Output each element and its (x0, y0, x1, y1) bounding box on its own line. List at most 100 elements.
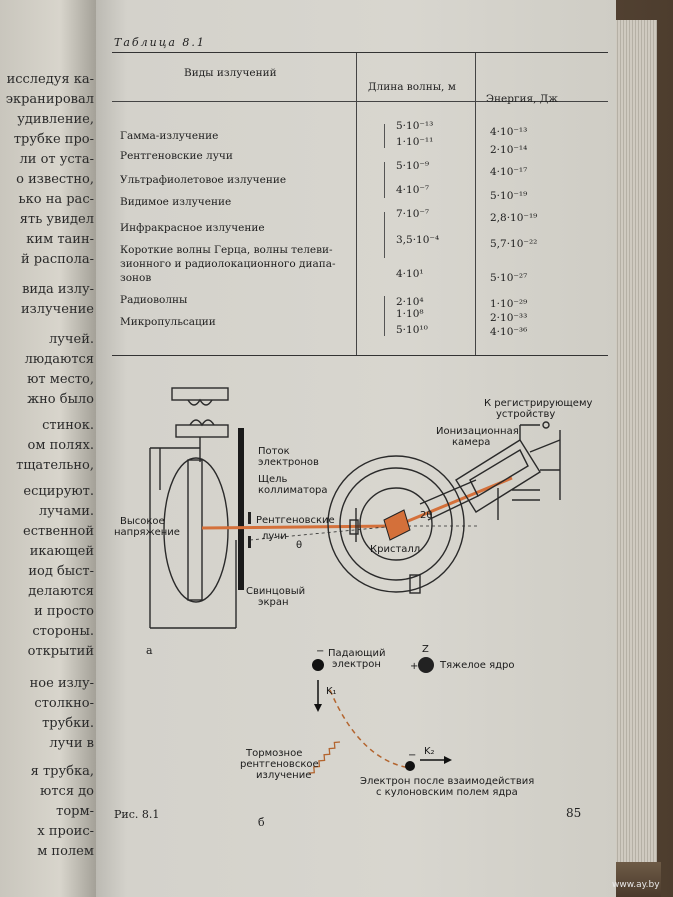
left-page-line: ько на рас- (18, 192, 94, 207)
table-energy-cell: 2·10⁻¹⁴ (490, 144, 528, 156)
crystal-shape (383, 509, 411, 541)
table-caption: Таблица 8.1 (114, 36, 206, 49)
label-after-2: с кулоновским полем ядра (376, 787, 518, 798)
page-number: 85 (566, 806, 582, 820)
table-brace (384, 124, 388, 148)
label-minus-incoming: − (316, 646, 325, 657)
table-wavelength-cell: 5·10¹⁰ (396, 324, 428, 336)
table-kind-cell: Короткие волны Герца, волны телеви- (120, 244, 333, 256)
coil-bottom (189, 419, 215, 427)
table-kind-cell: зонов (120, 272, 152, 284)
left-page-line: экранировал (5, 92, 94, 107)
table-energy-cell: 4·10⁻³⁶ (490, 326, 528, 338)
table-energy-cell: 2·10⁻³³ (490, 312, 528, 324)
table-brace (384, 296, 388, 336)
table-wavelength-cell: 7·10⁻⁷ (396, 208, 430, 220)
label-lead-2: экран (258, 597, 289, 608)
left-page-line: делаются (28, 584, 94, 599)
table-energy-cell: 5,7·10⁻²² (490, 238, 538, 250)
table-energy-cell: 4·10⁻¹³ (490, 126, 528, 138)
table-wavelength-cell: 2·10⁴ (396, 296, 424, 308)
table-kind-cell: Радиоволны (120, 294, 188, 306)
left-page-line: иод быст- (28, 564, 94, 579)
left-page-line: вида излу- (22, 282, 94, 297)
reflected-beam (395, 476, 513, 528)
xray-tube-diagram (149, 387, 237, 629)
table-wavelength-cell: 5·10⁻¹³ (396, 120, 434, 132)
page-edges (612, 20, 657, 865)
label-stream-1: Поток (258, 446, 290, 457)
table-brace (384, 212, 388, 258)
table-brace (384, 162, 388, 198)
left-page-line: излучение (21, 302, 94, 317)
table-energy-cell: 5·10⁻²⁷ (490, 272, 528, 284)
header-energy: Энергия, Дж (486, 93, 558, 105)
table-kind-cell: Гамма-излучение (120, 130, 219, 142)
transformer-bottom (175, 424, 229, 438)
table-wavelength-cell: 4·10¹ (396, 268, 424, 280)
label-xray-1: Рентгеновские (256, 515, 335, 526)
left-page-line: икающей (29, 544, 94, 559)
label-stream-2: электронов (258, 457, 319, 468)
table-wavelength-cell: 1·10⁸ (396, 308, 424, 320)
table-energy-cell: 5·10⁻¹⁹ (490, 190, 528, 202)
goniometer (327, 455, 465, 594)
left-page-line: лучи в (49, 736, 94, 751)
label-device-1: К регистрирующему (484, 398, 593, 409)
label-lead-1: Свинцовый (246, 586, 306, 597)
label-k2: K₂ (424, 746, 435, 757)
table-kind-cell: Ультрафиолетовое излучение (120, 174, 287, 186)
header-kind: Виды излучений (184, 67, 277, 79)
left-page-line: жно было (27, 392, 94, 407)
left-page-line: ное излу- (29, 676, 94, 691)
table-energy-cell: 4·10⁻¹⁷ (490, 166, 528, 178)
table-divider-2 (475, 53, 476, 355)
table-kind-cell: зионного и радиолокационного диапа- (120, 258, 336, 270)
left-page-line: людаются (24, 352, 94, 367)
label-nucleus: Тяжелое ядро (440, 660, 515, 671)
label-ion-1: Ионизационная (436, 426, 519, 437)
left-page-line: й распола- (20, 252, 94, 267)
left-page-line: ются до (40, 784, 94, 799)
label-angle-2theta: 2θ (420, 510, 433, 521)
transformer-top (171, 387, 229, 401)
left-page-line: удивление, (17, 112, 94, 127)
table-energy-cell: 2,8·10⁻¹⁹ (490, 212, 538, 224)
left-page-line: трубке про- (13, 132, 94, 147)
table-kind-cell: Видимое излучение (120, 196, 232, 208)
figure-a-letter: а (146, 644, 153, 657)
xray-beam (201, 524, 397, 530)
collimator-slit-bottom (248, 536, 251, 548)
left-page-line: стороны. (32, 624, 94, 639)
table-wavelength-cell: 4·10⁻⁷ (396, 184, 430, 196)
left-page-line: открытий (27, 644, 94, 659)
radiation-table: Виды излучений Длина волны, м Энергия, Д… (112, 52, 608, 356)
left-page-line: трубки. (42, 716, 94, 731)
label-brems-3: излучение (256, 770, 312, 781)
coil-top (187, 398, 213, 406)
label-incoming-1: Падающий (328, 648, 386, 659)
label-z: Z (422, 644, 429, 655)
left-page-line: лучей. (49, 332, 94, 347)
table-header-rule (112, 101, 608, 102)
label-plus: + (410, 661, 419, 672)
figure-caption: Рис. 8.1 (114, 808, 160, 821)
label-hv-2: напряжение (114, 527, 180, 538)
left-page-line: х проис- (37, 824, 94, 839)
figure-b-letter: б (258, 816, 265, 829)
bremsstrahlung-wave (308, 741, 341, 774)
left-page-line: м полем (37, 844, 94, 859)
left-page-line: и просто (34, 604, 94, 619)
label-brems-1: Тормозное (246, 748, 303, 759)
table-divider-1 (356, 53, 357, 355)
table-wavelength-cell: 3,5·10⁻⁴ (396, 234, 440, 246)
left-page-line: лучами. (38, 504, 94, 519)
label-k1: K₁ (326, 686, 337, 697)
label-minus-outgoing: − (408, 750, 417, 761)
outgoing-electron (405, 761, 415, 771)
label-brems-2: рентгеновское (240, 759, 319, 770)
label-angle-theta: θ (296, 540, 303, 551)
